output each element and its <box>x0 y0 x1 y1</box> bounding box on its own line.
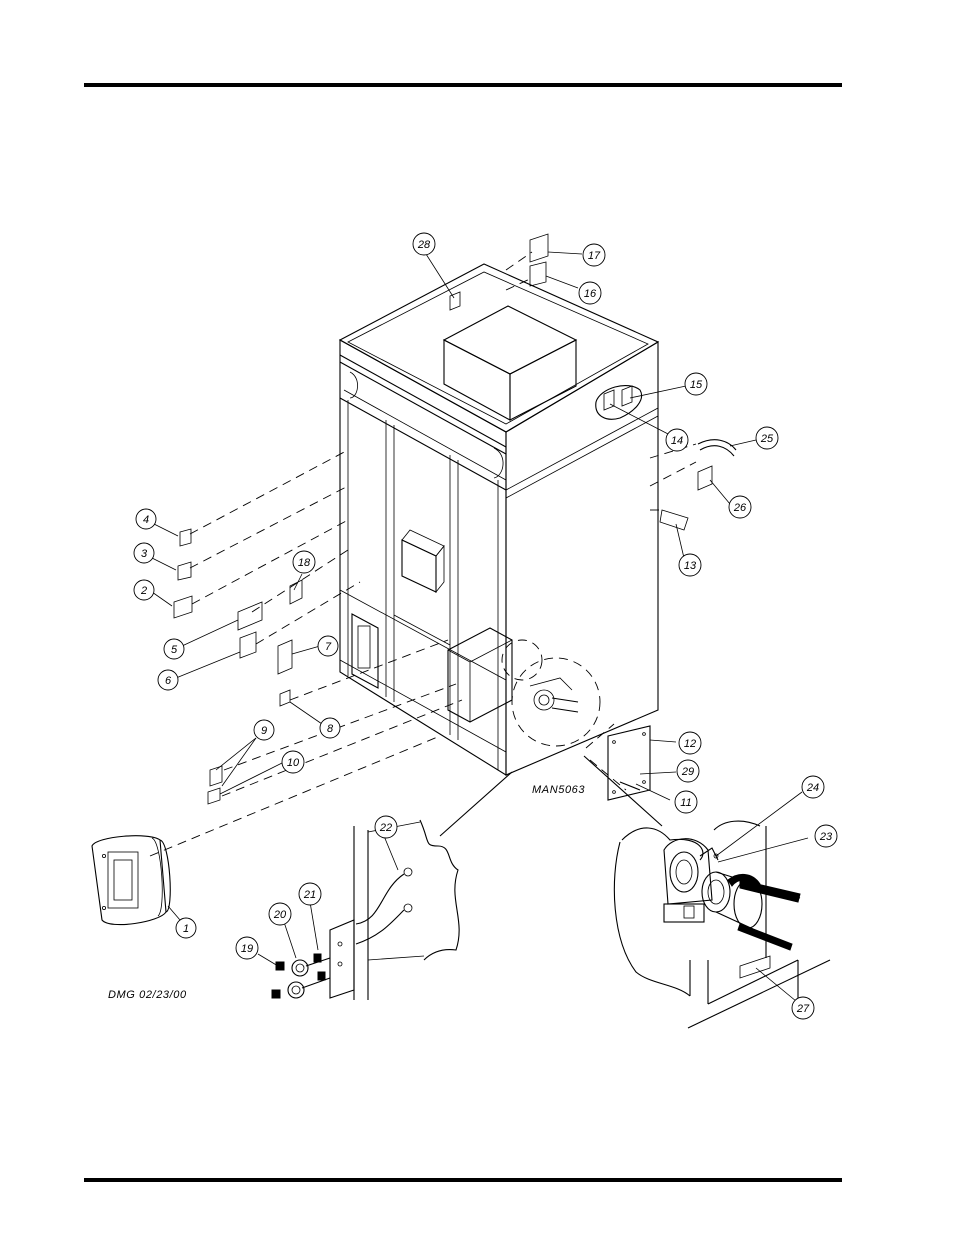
callout-3: 3 <box>133 542 155 564</box>
svg-text:20: 20 <box>273 909 287 921</box>
callout-12: 12 <box>678 731 702 755</box>
svg-text:28: 28 <box>417 239 431 251</box>
svg-text:2: 2 <box>140 585 147 597</box>
callout-28: 28 <box>412 232 436 256</box>
callout-27: 27 <box>791 996 815 1020</box>
svg-text:9: 9 <box>261 725 267 737</box>
callout-16: 16 <box>578 281 602 305</box>
callout-4: 4 <box>135 508 157 530</box>
exploded-leaders <box>149 251 697 857</box>
callout-15: 15 <box>684 372 708 396</box>
header-rule <box>84 83 842 87</box>
svg-text:18: 18 <box>298 557 311 569</box>
svg-text:13: 13 <box>684 560 697 572</box>
svg-text:12: 12 <box>684 738 696 750</box>
svg-text:15: 15 <box>690 379 703 391</box>
svg-text:14: 14 <box>671 435 683 447</box>
cabinet-body <box>338 263 660 776</box>
svg-text:27: 27 <box>796 1003 810 1015</box>
callout-1: 1 <box>175 917 197 939</box>
drawing-id-label: MAN5063 <box>532 784 585 796</box>
callout-10: 10 <box>281 750 305 774</box>
door-assembly <box>91 835 171 926</box>
svg-text:7: 7 <box>325 641 332 653</box>
callout-11: 11 <box>674 790 698 814</box>
callout-14: 14 <box>665 428 689 452</box>
callout-17: 17 <box>582 243 606 267</box>
svg-text:3: 3 <box>141 548 148 560</box>
svg-text:4: 4 <box>143 514 149 526</box>
callout-29: 29 <box>676 759 700 783</box>
callout-19: 19 <box>235 936 259 960</box>
callout-13: 13 <box>678 553 702 577</box>
svg-text:17: 17 <box>588 250 601 262</box>
svg-text:11: 11 <box>680 797 691 809</box>
gas-inlet-detail <box>271 819 460 1000</box>
svg-text:23: 23 <box>819 831 833 843</box>
callout-8: 8 <box>319 717 341 739</box>
footer-rule <box>84 1178 842 1182</box>
svg-text:5: 5 <box>171 644 178 656</box>
callout-24: 24 <box>801 775 825 799</box>
svg-text:16: 16 <box>584 288 597 300</box>
svg-text:24: 24 <box>806 782 819 794</box>
callout-bubbles: 1 2 3 4 5 6 7 8 9 10 11 12 13 14 15 16 1… <box>133 232 838 1020</box>
callout-22: 22 <box>374 815 398 839</box>
bearing-detail <box>439 755 831 1029</box>
svg-text:26: 26 <box>733 502 747 514</box>
callout-6: 6 <box>157 669 179 691</box>
callout-21: 21 <box>298 882 322 906</box>
svg-text:1: 1 <box>183 923 189 935</box>
svg-text:25: 25 <box>760 433 774 445</box>
svg-text:21: 21 <box>303 889 316 901</box>
svg-text:29: 29 <box>681 766 694 778</box>
callout-25: 25 <box>755 426 779 450</box>
callout-18: 18 <box>292 550 316 574</box>
callout-9: 9 <box>253 719 275 741</box>
svg-text:6: 6 <box>165 675 172 687</box>
drafter-stamp-label: DMG 02/23/00 <box>108 989 187 1001</box>
callout-20: 20 <box>268 902 292 926</box>
decal-parts <box>173 233 737 805</box>
svg-text:10: 10 <box>287 757 300 769</box>
svg-text:19: 19 <box>241 943 253 955</box>
svg-text:8: 8 <box>327 723 334 735</box>
callout-leaders <box>151 251 757 967</box>
svg-text:22: 22 <box>379 822 392 834</box>
callout-23: 23 <box>814 824 838 848</box>
callout-5: 5 <box>163 638 185 660</box>
callout-7: 7 <box>317 635 339 657</box>
callout-26: 26 <box>728 495 752 519</box>
callout-2: 2 <box>133 579 155 601</box>
